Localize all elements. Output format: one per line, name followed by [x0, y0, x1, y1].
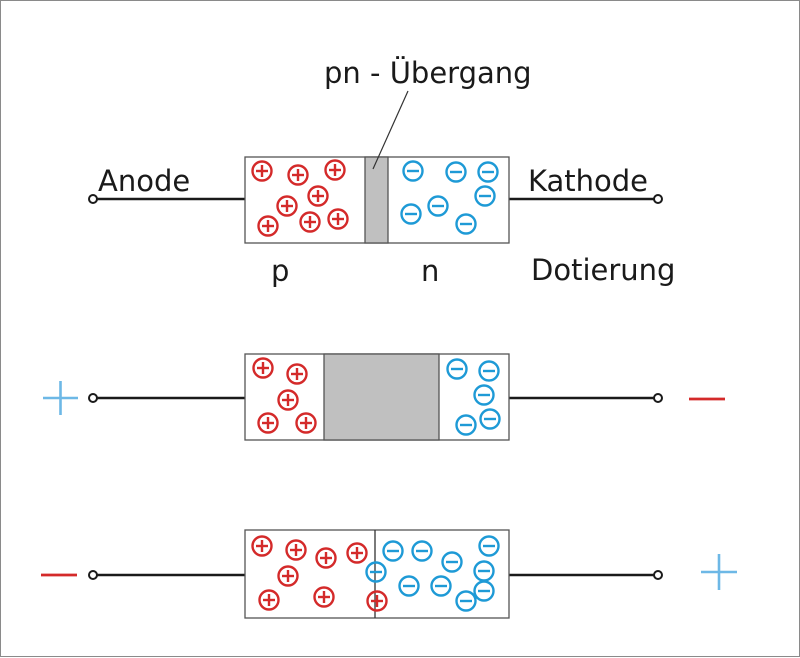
p-region-label: p [271, 254, 289, 288]
doping-label: Dotierung [531, 253, 675, 287]
diode-unbiased: pn - Übergang Anode Kathode p n Dotierun… [88, 56, 675, 288]
right-terminal[interactable] [653, 570, 663, 580]
depletion-zone [323, 353, 440, 441]
n-region-label: n [421, 254, 439, 288]
anode-label: Anode [98, 164, 190, 198]
plus-sign-icon [43, 381, 78, 415]
depletion-zone [364, 156, 389, 244]
right-terminal[interactable] [653, 393, 663, 403]
diode-reverse-bias [43, 353, 725, 441]
cathode-terminal[interactable] [653, 194, 663, 204]
junction-leader-line [372, 90, 409, 170]
anode-terminal[interactable] [88, 194, 98, 204]
plus-sign-icon [701, 554, 737, 590]
left-terminal[interactable] [88, 570, 98, 580]
junction-label: pn - Übergang [324, 56, 532, 90]
left-terminal[interactable] [88, 393, 98, 403]
cathode-label: Kathode [528, 164, 648, 198]
diode-forward-bias [41, 529, 737, 619]
